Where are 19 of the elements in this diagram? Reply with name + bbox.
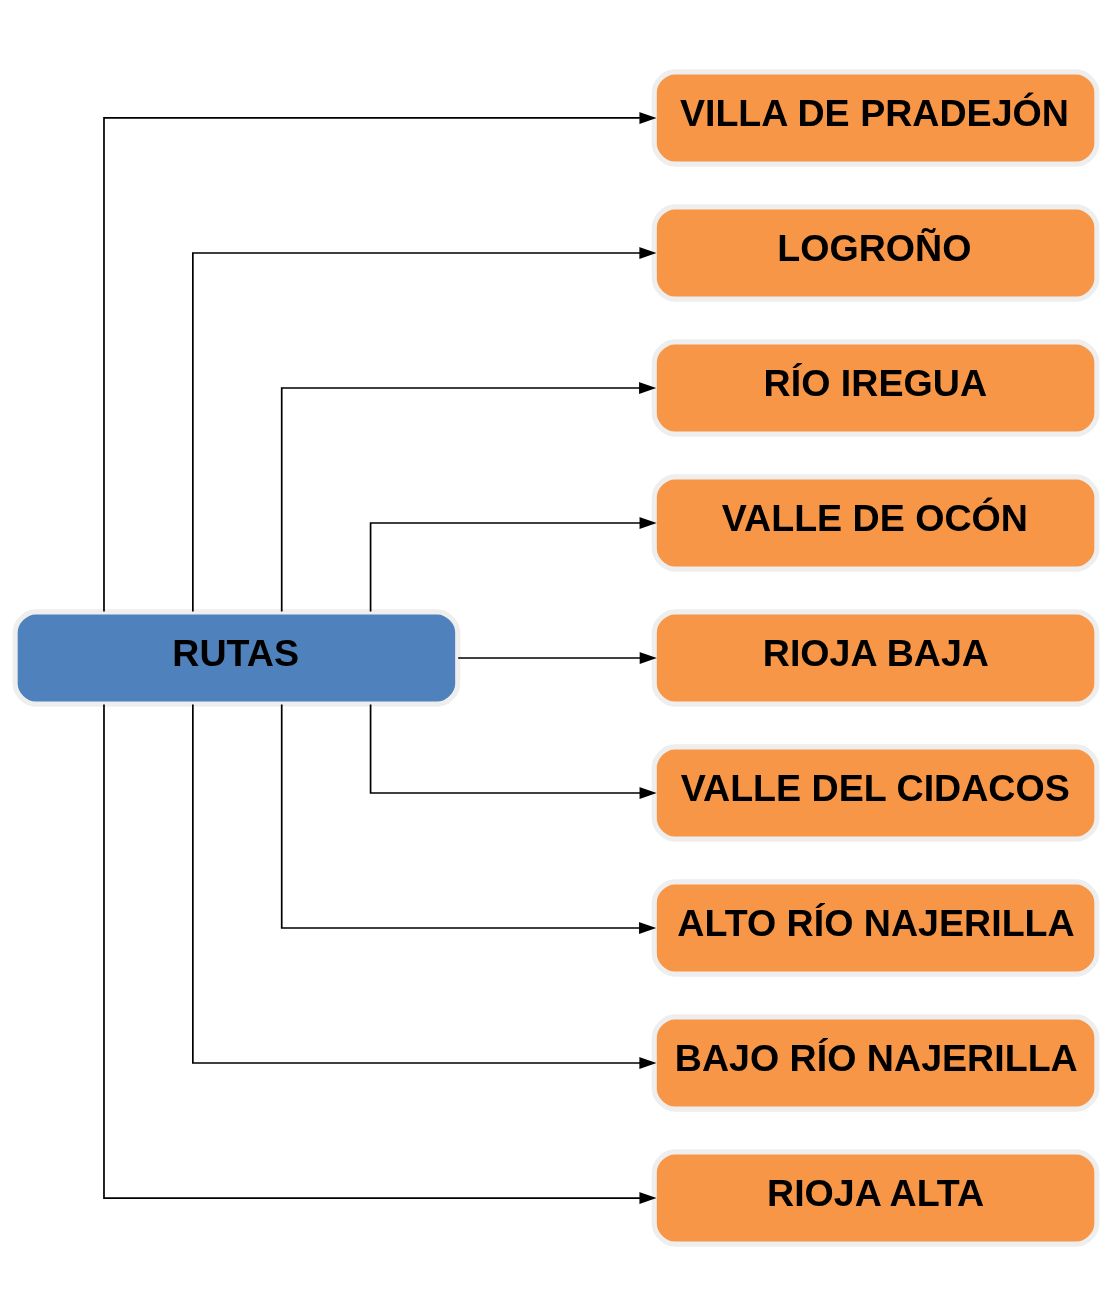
node-box: LOGROÑO (651, 204, 1100, 302)
node-box: VALLE DEL CIDACOS (651, 744, 1100, 842)
arrow (192, 247, 657, 613)
node-box: BAJO RÍO NAJERILLA (651, 1014, 1100, 1112)
node-box: VALLE DE OCÓN (651, 474, 1100, 572)
node-box: RÍO IREGUA (651, 339, 1100, 437)
arrow (457, 652, 657, 664)
arrow (103, 703, 657, 1204)
node-box: RIOJA BAJA (651, 609, 1100, 707)
arrow (103, 112, 657, 613)
node-box: ALTO RÍO NAJERILLA (651, 879, 1100, 977)
arrow (280, 382, 657, 613)
node-box: VILLA DE PRADEJÓN (651, 69, 1100, 167)
arrow (280, 703, 657, 934)
node-box: RIOJA ALTA (651, 1149, 1100, 1247)
arrow (369, 517, 657, 613)
arrow (369, 703, 657, 799)
node-box: RUTAS (12, 609, 461, 707)
arrow (192, 703, 657, 1069)
